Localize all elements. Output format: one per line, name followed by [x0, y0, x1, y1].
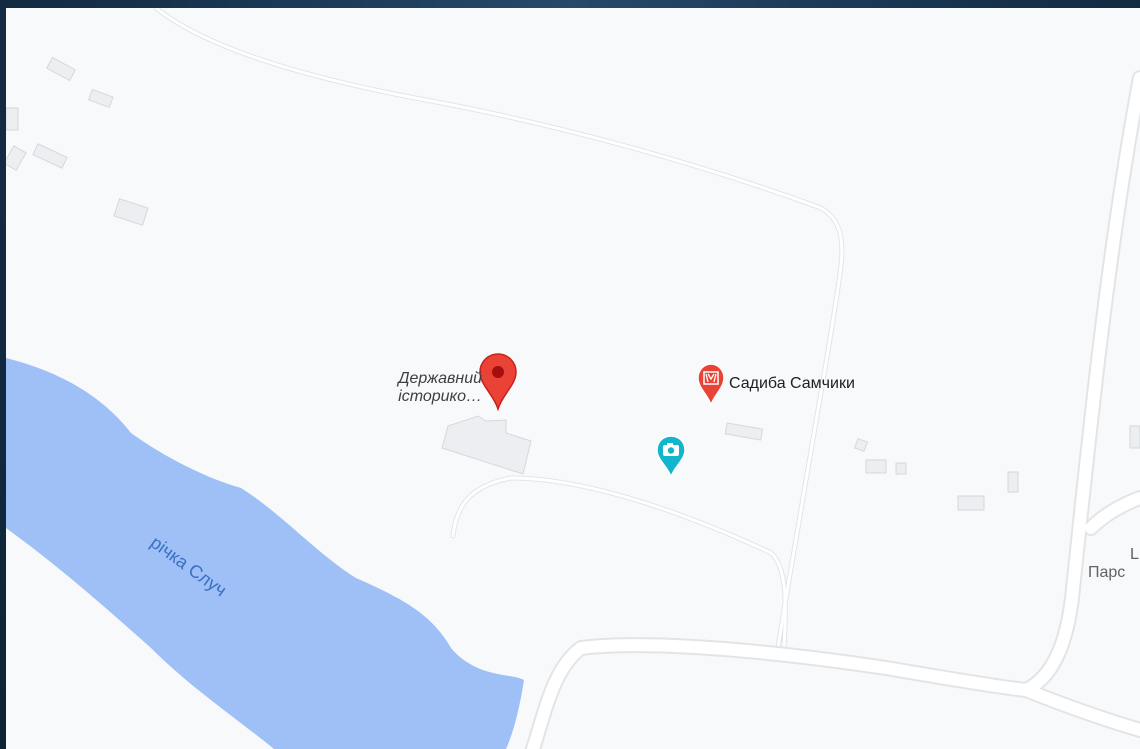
- map-base: [6, 8, 1140, 749]
- minor-roads: [154, 8, 844, 650]
- main-poi-label[interactable]: Державний історико…: [374, 370, 482, 406]
- buildings: [6, 56, 1140, 511]
- museum-pin-icon[interactable]: [696, 363, 726, 407]
- edge-place-label[interactable]: L Парс: [1088, 546, 1139, 582]
- camera-pin-icon[interactable]: [655, 435, 687, 479]
- edge-place-line2: Парс: [1088, 564, 1126, 581]
- major-roads: [527, 72, 1140, 749]
- main-poi-label-line1: Державний: [398, 370, 482, 387]
- red-pin-icon[interactable]: [478, 353, 518, 411]
- main-poi-label-line2: історико…: [398, 388, 482, 405]
- map-canvas[interactable]: Державний історико… Садиба Самчики річка…: [6, 8, 1140, 749]
- edge-place-line1: L: [1130, 546, 1139, 563]
- sadyba-label[interactable]: Садиба Самчики: [729, 375, 855, 392]
- river-sluch: [6, 358, 524, 749]
